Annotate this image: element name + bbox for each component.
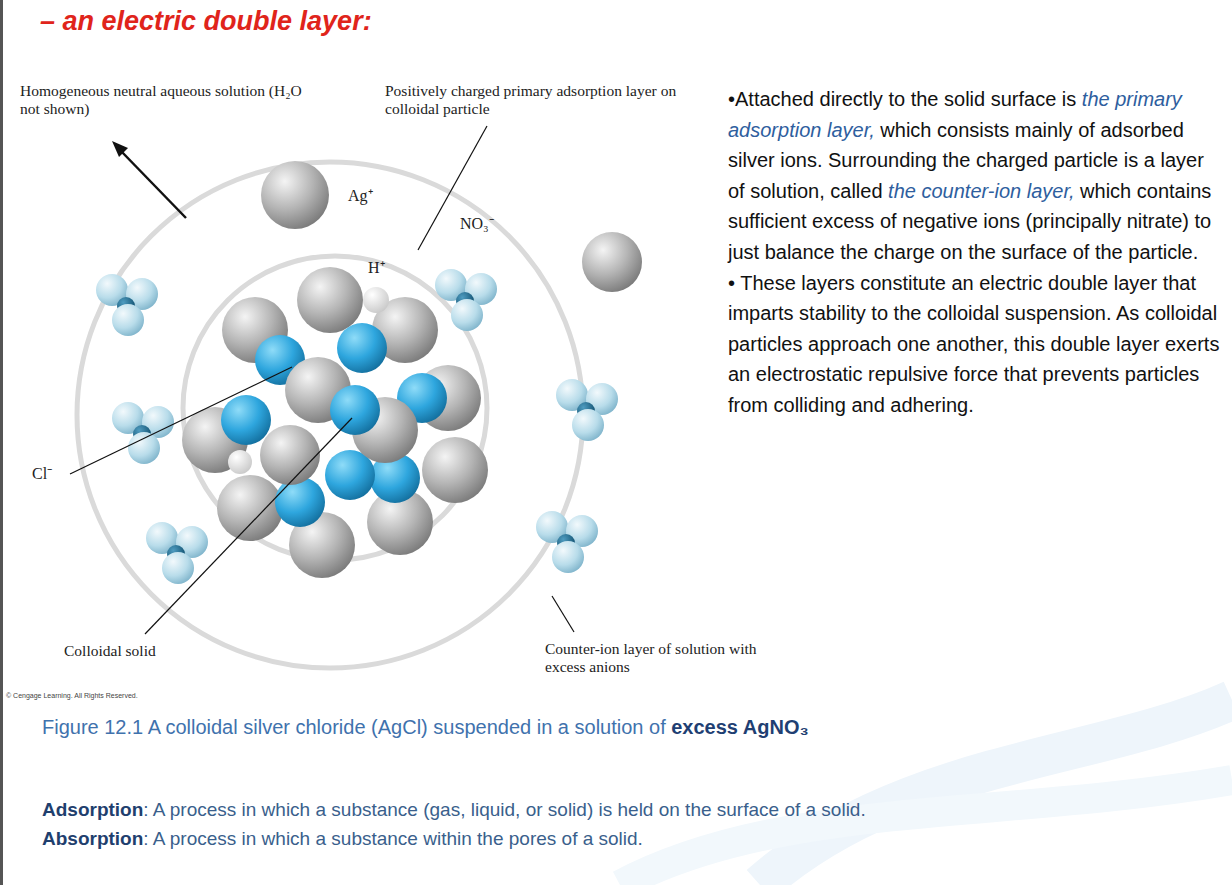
caption-line: Figure 12.1 A colloidal silver chloride … <box>42 716 809 739</box>
text: : A process in which a substance within … <box>143 828 643 849</box>
definition: Adsorption: A process in which a substan… <box>42 799 866 821</box>
term: Absorption <box>42 828 143 849</box>
copyright: © Cengage Learning. All Rights Reserved. <box>6 692 138 699</box>
caption: Figure 12.1 A colloidal silver chloride … <box>42 716 666 738</box>
adsorption-layer-label: Positively charged primary adsorption la… <box>385 82 720 118</box>
caption-bold: excess AgNO₃ <box>671 716 808 738</box>
solid-label: Colloidal solid <box>64 642 156 660</box>
ion-label: Ag⁺ <box>348 184 373 206</box>
ion-label: Cl⁻ <box>32 462 52 484</box>
ion-label: NO₃⁻ <box>460 212 494 234</box>
text: : A process in which a substance (gas, l… <box>143 799 865 820</box>
ion-label: H⁺ <box>368 256 385 278</box>
slide-title: – an electric double layer: <box>40 6 372 37</box>
term: the counter-ion layer, <box>888 180 1074 202</box>
solution-label: Homogeneous neutral aqueous solution (H₂… <box>20 82 305 118</box>
explanation: •Attached directly to the solid surface … <box>728 84 1226 421</box>
text: •Attached directly to the solid surface … <box>728 88 1076 110</box>
definition: Absorption: A process in which a substan… <box>42 828 643 850</box>
term: Adsorption <box>42 799 143 820</box>
counter-ion-label: Counter-ion layer of solution with exces… <box>545 640 800 676</box>
text: • These layers constitute an electric do… <box>728 272 1219 416</box>
